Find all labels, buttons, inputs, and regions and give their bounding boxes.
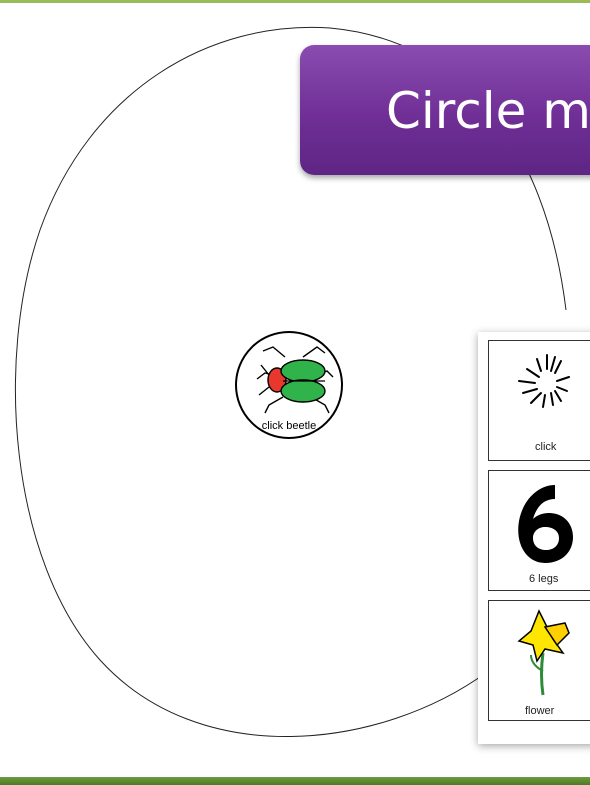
symbol-card-stack: click 6 legs flower — [478, 332, 590, 744]
number-six-icon — [489, 471, 590, 571]
card-label-click: click — [535, 441, 590, 453]
daffodil-flower-icon — [489, 601, 590, 701]
card-label-flower: flower — [525, 705, 590, 717]
card-label-6-legs: 6 legs — [529, 573, 590, 585]
card-flower: flower — [488, 600, 590, 721]
click-beetle-icon — [233, 325, 345, 453]
center-label: click beetle — [233, 420, 345, 432]
click-sound-icon — [489, 341, 590, 441]
title-banner: Circle m — [300, 45, 590, 175]
card-click: click — [488, 340, 590, 461]
card-6-legs: 6 legs — [488, 470, 590, 591]
slide-title: Circle m — [386, 79, 590, 143]
bottom-accent-bar — [0, 777, 590, 785]
